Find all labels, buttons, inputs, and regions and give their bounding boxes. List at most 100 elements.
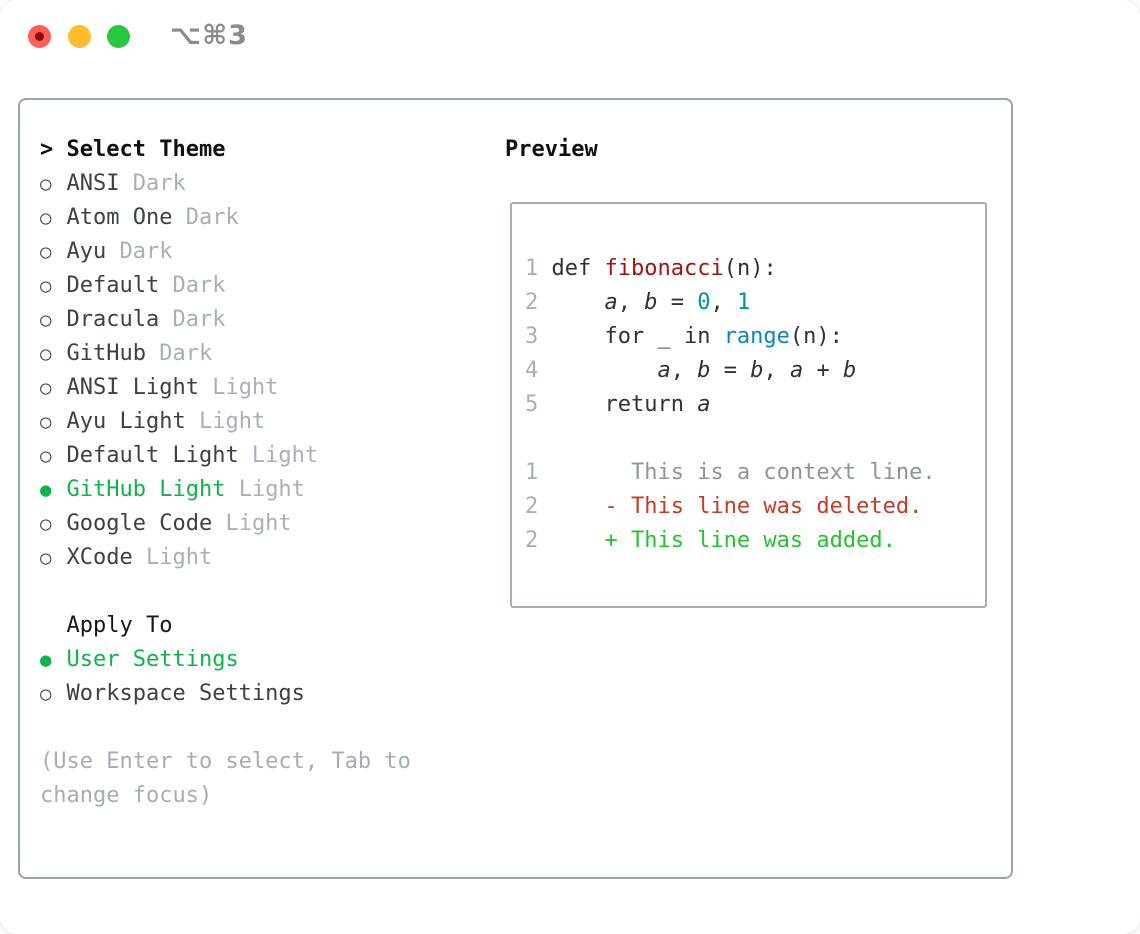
item-variant-label: Light (185, 409, 266, 434)
theme-list: ○ANSI Dark○Atom One Dark○Ayu Dark○Defaul… (40, 167, 411, 575)
radio-icon: ○ (40, 241, 52, 263)
code-token: 0 (697, 290, 711, 315)
theme-picker: >Select Theme ○ANSI Dark○Atom One Dark○A… (40, 133, 411, 813)
code-token: def (551, 256, 605, 281)
theme-item-dracula[interactable]: ○ Dracula Dark (40, 303, 411, 337)
line-number: 3 (525, 324, 539, 349)
select-theme-header-row: >Select Theme (40, 133, 411, 167)
code-line (525, 422, 985, 456)
theme-item-atom-one[interactable]: ○Atom One Dark (40, 201, 411, 235)
radio-icon: ○ (40, 411, 52, 433)
item-label: Ayu (66, 239, 107, 264)
code-line: 2 - This line was deleted. (525, 490, 985, 524)
code-token: b (842, 358, 857, 383)
item-label: Default (66, 273, 160, 298)
line-number: 1 (525, 256, 539, 281)
code-token: a (604, 290, 618, 315)
item-label: Default Light (66, 443, 239, 468)
theme-item-default-light[interactable]: ○Default Light Light (40, 439, 411, 473)
theme-item-ayu[interactable]: ○Ayu Dark (40, 235, 411, 269)
code-line: 5 return a (525, 388, 985, 422)
line-number: 2 (525, 528, 539, 553)
spacer (40, 711, 411, 745)
item-variant-label: Dark (172, 205, 239, 230)
item-label: Ayu Light (66, 409, 186, 434)
code-token: - This line was deleted. (551, 494, 923, 519)
radio-icon: ○ (40, 343, 52, 365)
theme-item-github[interactable]: ○GitHub Dark (40, 337, 411, 371)
window-titlebar: ⌥⌘3 (0, 0, 1140, 74)
code-token: for _ in (551, 324, 724, 349)
radio-icon: ○ (40, 445, 52, 467)
code-token: a (789, 358, 804, 383)
radio-icon: ○ (40, 309, 52, 331)
item-label: GitHub Light (66, 477, 226, 502)
code-token: + This line was added. (551, 528, 896, 553)
close-button[interactable] (28, 25, 51, 48)
item-variant-label: Dark (119, 171, 186, 196)
close-dot-icon (35, 32, 44, 41)
apply-option-workspace-settings[interactable]: ○ Workspace Settings (40, 677, 411, 711)
apply-option-user-settings[interactable]: ● User Settings (40, 643, 411, 677)
theme-item-default[interactable]: ○Default Dark (40, 269, 411, 303)
item-variant-label: Dark (159, 273, 226, 298)
apply-to-list: ● User Settings ○ Workspace Settings (40, 643, 411, 711)
item-label: Workspace Settings (66, 681, 305, 706)
item-label: Dracula (66, 307, 160, 332)
code-token: , (710, 290, 737, 315)
line-number: 5 (525, 392, 539, 417)
code-token (552, 358, 658, 383)
radio-icon: ○ (40, 173, 52, 195)
item-label: Atom One (66, 205, 173, 230)
select-theme-header: Select Theme (66, 137, 226, 162)
code-token: (n): (789, 324, 843, 349)
code-token: b (644, 290, 658, 315)
minimize-button[interactable] (67, 25, 91, 48)
item-variant-label: Light (198, 375, 279, 400)
code-token: = (657, 290, 698, 315)
code-token: + (803, 358, 843, 383)
line-number: 4 (525, 358, 539, 383)
item-label: Google Code (66, 511, 213, 536)
line-number: 1 (525, 460, 539, 485)
code-token: range (723, 324, 790, 349)
theme-item-ansi-light[interactable]: ○ANSI Light Light (40, 371, 411, 405)
code-line: 4 a, b = b, a + b (525, 354, 985, 388)
code-token: a (657, 358, 671, 383)
item-variant-label: Light (132, 545, 213, 570)
radio-selected-icon: ● (40, 479, 52, 501)
zoom-button[interactable] (107, 25, 130, 48)
theme-item-ansi[interactable]: ○ ANSI Dark (40, 167, 411, 201)
item-label: User Settings (66, 647, 239, 672)
code-token: 1 (736, 290, 751, 315)
apply-to-header-row: Apply To (40, 609, 411, 643)
apply-to-header: Apply To (66, 613, 173, 638)
item-variant-label: Light (225, 477, 305, 502)
radio-icon: ○ (40, 683, 52, 705)
item-label: XCode (66, 545, 133, 570)
radio-icon: ○ (40, 513, 52, 535)
code-line: 2 + This line was added. (525, 524, 985, 558)
item-label: ANSI (66, 171, 120, 196)
theme-item-ayu-light[interactable]: ○ Ayu Light Light (40, 405, 411, 439)
code-line: 2 a, b = 0, 1 (525, 286, 985, 320)
code-token: , (670, 358, 698, 383)
line-number: 2 (525, 290, 539, 315)
item-variant-label: Dark (159, 307, 226, 332)
code-token (552, 290, 605, 315)
theme-item-github-light[interactable]: ● GitHub Light Light (40, 473, 411, 507)
radio-selected-icon: ● (40, 649, 52, 671)
spacer (40, 575, 411, 609)
code-token: This is a context line. (551, 460, 936, 485)
theme-item-google-code[interactable]: ○Google Code Light (40, 507, 411, 541)
item-label: GitHub (66, 341, 146, 366)
code-token: a (697, 392, 711, 417)
window-title: ⌥⌘3 (170, 20, 248, 51)
radio-icon: ○ (40, 547, 52, 569)
code-line: 3 for _ in range(n): (525, 320, 985, 354)
theme-item-xcode[interactable]: ○ XCode Light (40, 541, 411, 575)
code-token: , (763, 358, 790, 383)
